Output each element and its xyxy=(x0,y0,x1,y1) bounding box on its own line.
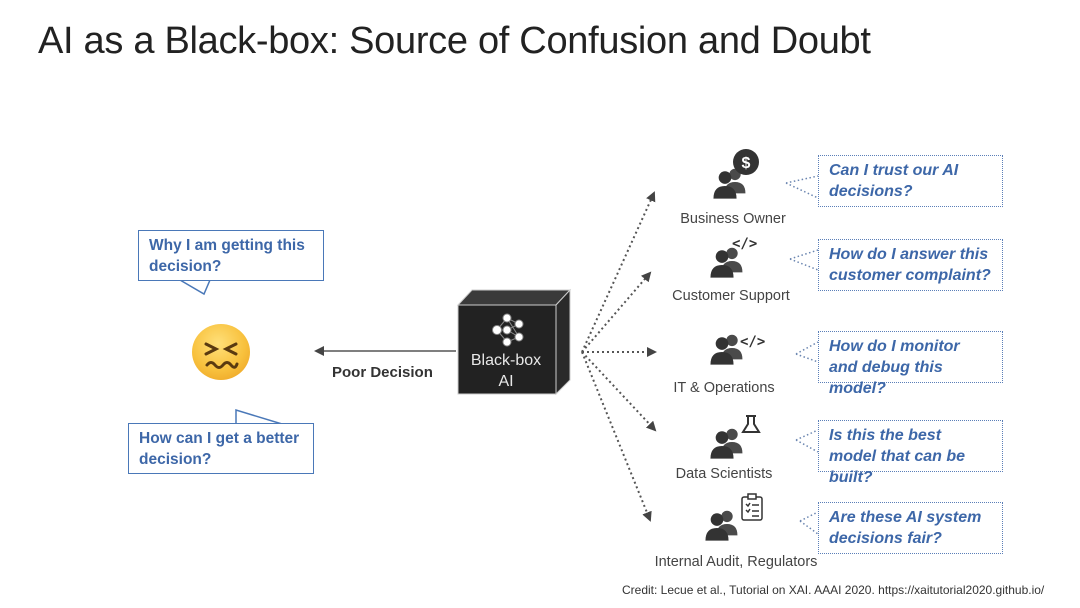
neural-network-icon xyxy=(492,313,524,347)
dollar-icon: $ xyxy=(733,149,759,175)
arrow-to-audit xyxy=(581,351,652,522)
people-icon xyxy=(705,510,738,541)
arrow-to-data-scientists xyxy=(581,351,657,432)
bubble-bottom-tail xyxy=(235,408,283,425)
black-box-label: Black-box AI xyxy=(458,350,554,392)
people-icon xyxy=(710,334,743,365)
role-customer-support: Customer Support xyxy=(672,288,790,304)
people-icon xyxy=(710,247,743,278)
arrow-to-customer-support xyxy=(581,271,652,353)
code-icon: </> xyxy=(732,236,757,252)
black-box-label-line2: AI xyxy=(498,373,514,390)
black-box-cube xyxy=(456,288,572,396)
credit-text: Credit: Lecue et al., Tutorial on XAI. A… xyxy=(622,583,1045,597)
black-box-label-line1: Black-box xyxy=(470,352,542,369)
flask-icon xyxy=(741,415,761,433)
svg-text:$: $ xyxy=(742,155,751,172)
question-bubble-better: How can I get a better decision? xyxy=(128,423,314,474)
role-business-owner: Business Owner xyxy=(680,211,786,227)
clipboard-icon xyxy=(741,493,763,521)
question-it-operations: How do I monitor and debug this model? xyxy=(818,331,1003,397)
question-internal-audit: Are these AI system decisions fair? xyxy=(818,502,1003,554)
role-it-operations: IT & Operations xyxy=(673,380,775,396)
people-icon xyxy=(713,168,746,199)
people-icon xyxy=(710,428,743,459)
bubble-top-tail xyxy=(179,279,211,296)
role-internal-audit: Internal Audit, Regulators xyxy=(654,554,818,570)
question-business-owner: Can I trust our AI decisions? xyxy=(818,155,1003,207)
question-data-scientists: Is this the best model that can be built… xyxy=(818,420,1003,486)
question-customer-support: How do I answer this customer complaint? xyxy=(818,239,1003,291)
poor-decision-label: Poor Decision xyxy=(332,364,433,381)
arrow-to-business-owner xyxy=(581,191,656,353)
code-icon: </> xyxy=(740,334,765,350)
question-bubble-why: Why I am getting this decision? xyxy=(138,230,324,281)
confounded-face-emoji xyxy=(192,324,250,380)
role-data-scientists: Data Scientists xyxy=(675,466,773,482)
slide-title: AI as a Black-box: Source of Confusion a… xyxy=(38,20,871,62)
